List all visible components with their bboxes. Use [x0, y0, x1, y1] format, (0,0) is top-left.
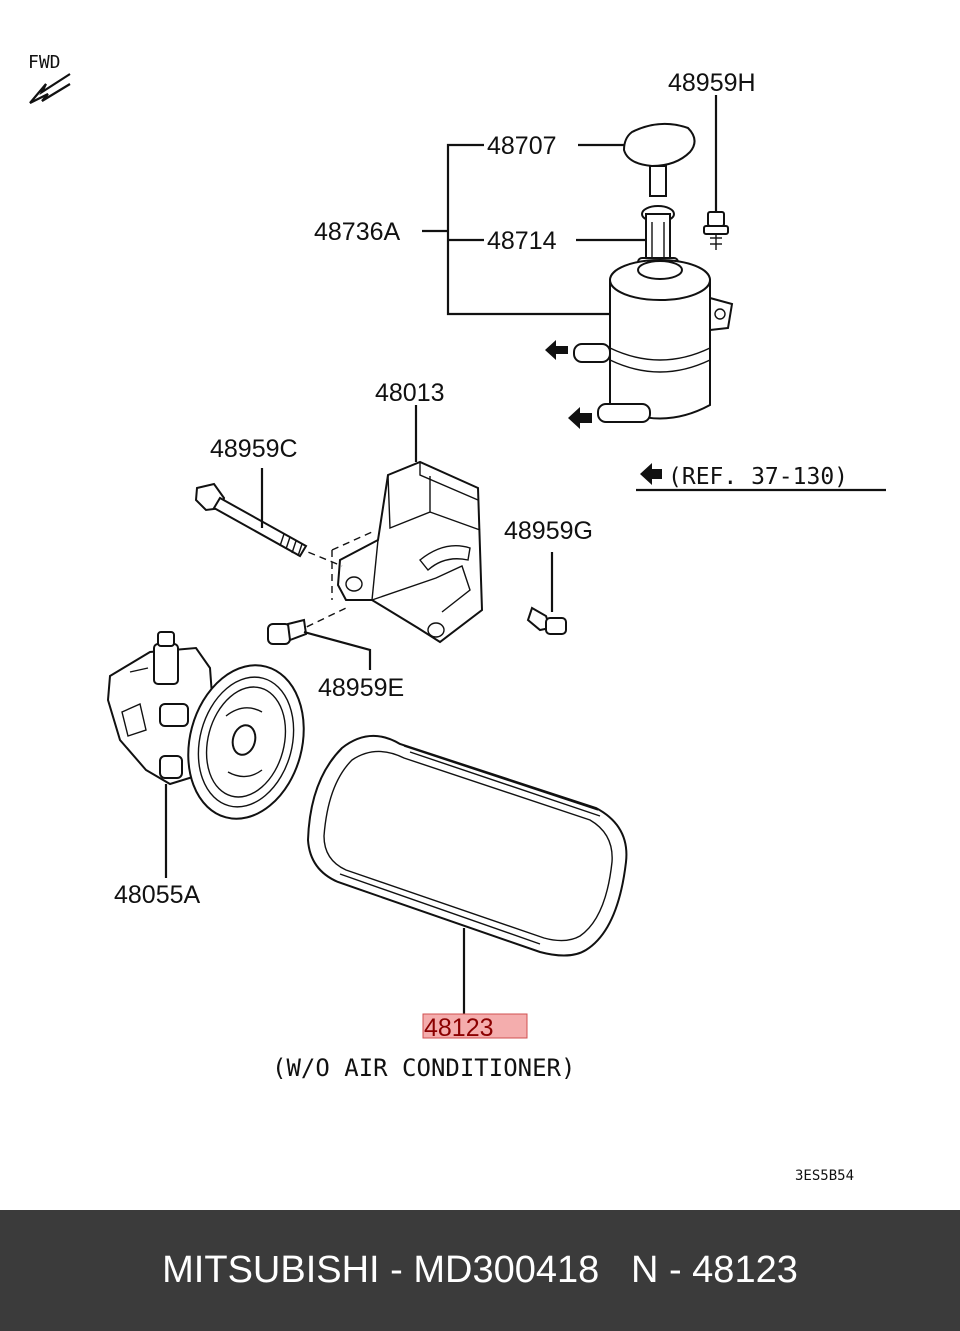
fwd-label: FWD [28, 52, 61, 73]
label-48123[interactable]: 48123 [424, 1014, 494, 1042]
label-48736a[interactable]: 48736A [314, 218, 401, 246]
label-48707[interactable]: 48707 [487, 132, 557, 160]
flow-arrow-icon [568, 407, 592, 429]
label-48013[interactable]: 48013 [375, 379, 445, 407]
drawing-code: 3ES5B54 [795, 1168, 854, 1184]
belt-highlight [422, 1013, 528, 1039]
pump-bracket[interactable] [336, 460, 484, 644]
label-48959g[interactable]: 48959G [504, 517, 593, 545]
reservoir-tank[interactable] [573, 259, 734, 423]
flow-arrow-icon [545, 340, 568, 360]
drive-belt[interactable] [306, 734, 628, 957]
bracket-bolt-e[interactable] [267, 618, 308, 645]
pump-pulley[interactable] [172, 652, 321, 832]
reservoir-bolt[interactable] [703, 211, 729, 250]
bracket-bolt-g[interactable] [526, 606, 567, 635]
part-number-footer: MITSUBISHI - MD300418 N - 48123 [0, 1210, 960, 1331]
label-48959h[interactable]: 48959H [668, 69, 756, 97]
condition-note: (W/O AIR CONDITIONER) [272, 1054, 575, 1082]
parts-diagram: FWD [28, 52, 886, 1184]
label-48959c[interactable]: 48959C [210, 435, 298, 463]
long-bolt[interactable] [194, 482, 308, 558]
ref-arrow-icon [640, 463, 662, 485]
reservoir-cap[interactable] [622, 122, 696, 197]
label-48959e[interactable]: 48959E [318, 674, 404, 702]
forward-arrow-icon [29, 73, 71, 104]
ref-note: (REF. 37-130) [668, 464, 848, 490]
label-48055a[interactable]: 48055A [114, 881, 201, 909]
label-48714[interactable]: 48714 [487, 227, 557, 255]
